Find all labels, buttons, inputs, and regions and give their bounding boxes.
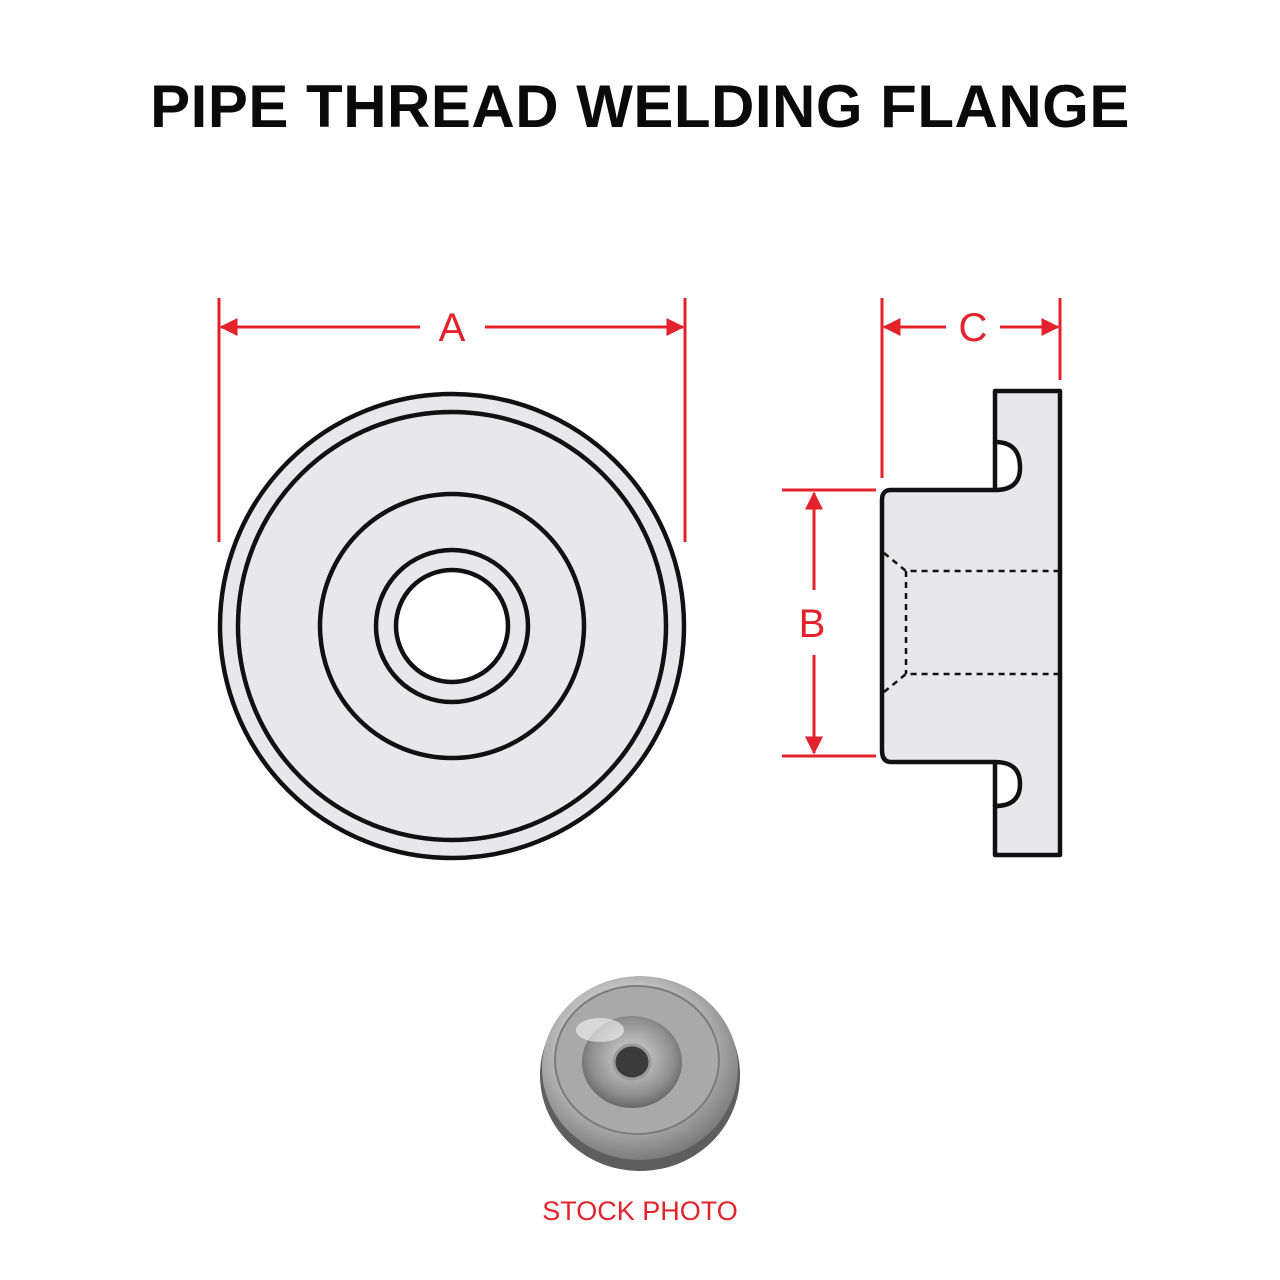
stock-photo (540, 976, 740, 1171)
flange-face-edge (235, 409, 669, 843)
photo-bore (612, 1043, 652, 1081)
dimension-a-label: A (439, 306, 466, 350)
diagram-title: PIPE THREAD WELDING FLANGE (150, 73, 1130, 140)
photo-highlight (576, 1018, 624, 1042)
dimension-b-label: B (799, 602, 826, 646)
front-view (217, 391, 687, 861)
stock-photo-caption: STOCK PHOTO (542, 1196, 738, 1226)
dimension-a: A (217, 298, 687, 542)
flange-side-profile (879, 388, 1063, 858)
hidden-bore-lines (883, 552, 1058, 693)
bore-chamfer (373, 547, 531, 705)
dimension-c-label: C (959, 306, 988, 350)
boss-outline (317, 491, 587, 761)
bore-hole (393, 567, 511, 685)
side-view (879, 388, 1063, 858)
dimension-c: C (880, 298, 1062, 478)
dimension-b: B (782, 488, 876, 758)
